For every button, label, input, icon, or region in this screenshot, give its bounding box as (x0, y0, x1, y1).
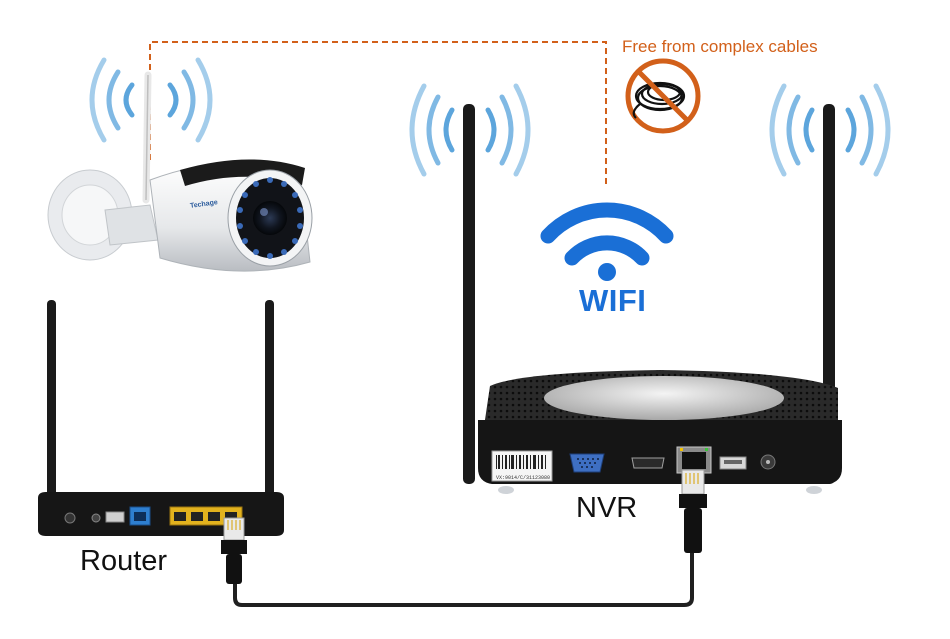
nvr-serial-text: VX:9014/C/31123080 (496, 475, 550, 481)
nvr-antenna-left (463, 104, 475, 484)
router-antenna-right (265, 300, 274, 510)
no-cable-icon (628, 61, 698, 131)
router-label: Router (80, 545, 167, 578)
nvr-top-disc (544, 376, 784, 420)
usb-port (720, 457, 746, 469)
ip-camera (48, 75, 312, 271)
nvr-rj45-plug (679, 470, 707, 553)
wifi-label: WIFI (579, 283, 646, 319)
router-device (38, 300, 284, 536)
router-antenna-left (47, 300, 56, 510)
ethernet-cable (221, 470, 707, 605)
router-power-button (65, 513, 75, 523)
hdmi-port (632, 458, 664, 468)
nvr-label: NVR (576, 492, 637, 525)
lan-port (677, 447, 711, 473)
camera-lens (253, 201, 287, 235)
router-usb-port (106, 512, 124, 522)
vga-port (570, 454, 604, 472)
callout-text: Free from complex cables (622, 37, 818, 57)
router-rj45-plug (221, 518, 247, 584)
wifi-icon (548, 210, 666, 281)
